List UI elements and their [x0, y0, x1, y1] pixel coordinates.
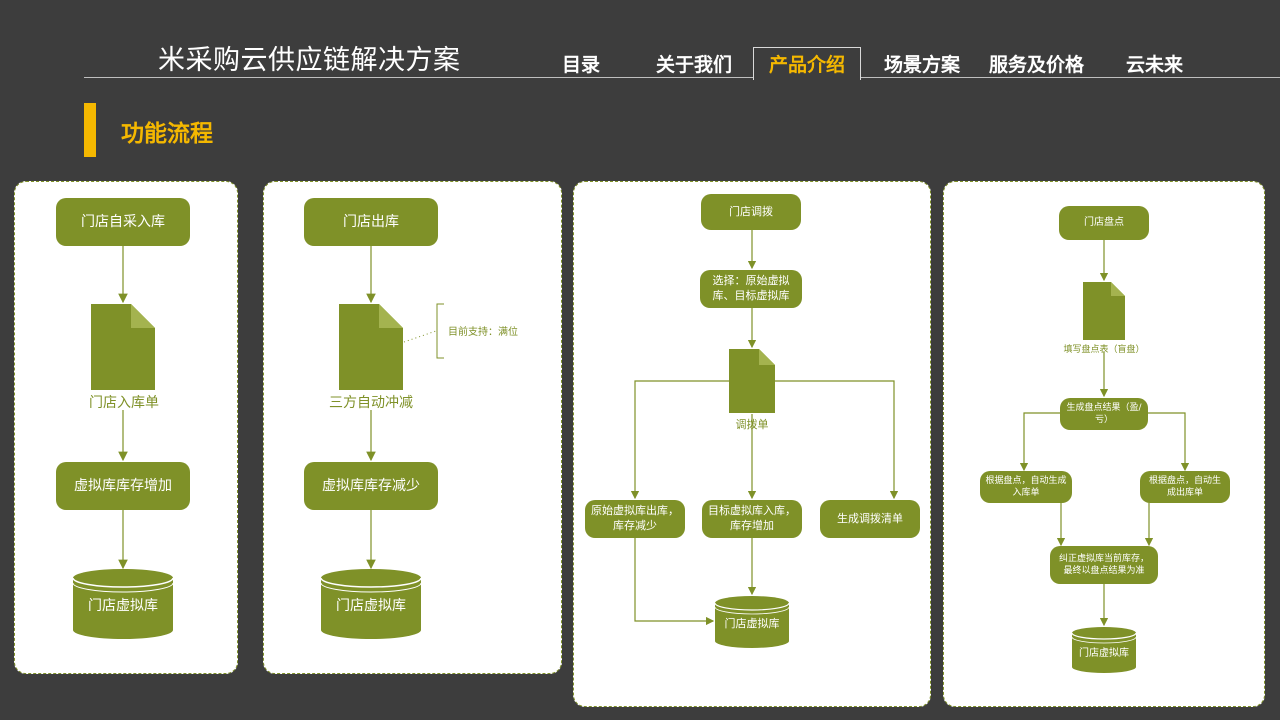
- document-label: 填写盘点表（盲盘）: [1063, 345, 1145, 355]
- document-icon: [339, 304, 403, 390]
- nav-item-contents[interactable]: 目录: [562, 54, 601, 76]
- database-label: 门店虚拟库: [1079, 648, 1129, 659]
- database-label: 门店虚拟库: [336, 598, 406, 614]
- process-node: 虚拟库库存减少: [304, 462, 438, 510]
- section-title: 功能流程: [121, 121, 213, 147]
- page-title: 米采购云供应链解决方案: [158, 45, 461, 76]
- document-label: 调拨单: [735, 418, 769, 431]
- correct-stock-node: 纠正虚拟库当前库存，最终以盘点结果为准: [1050, 546, 1158, 584]
- arrow: [1148, 412, 1190, 472]
- nav-item-future[interactable]: 云未来: [1126, 54, 1184, 76]
- generate-list-node: 生成调拨清单: [820, 500, 920, 538]
- flow-start-node: 门店盘点: [1059, 206, 1149, 240]
- flow-panel-store-inventory: 门店盘点 填写盘点表（盲盘） 生成盘点结果（盈/亏） 根据盘点，自动生成入库单 …: [943, 181, 1265, 707]
- flow-panel-store-transfer: 门店调拨 选择：原始虚拟库、目标虚拟库 调拨单 原始虚拟库出库，库存减少 目标虚…: [573, 181, 931, 707]
- document-icon: [729, 349, 775, 413]
- database-icon: [714, 596, 790, 648]
- database-label: 门店虚拟库: [88, 598, 158, 614]
- document-label: 三方自动冲减: [329, 395, 413, 411]
- nav-item-scenarios[interactable]: 场景方案: [884, 54, 961, 76]
- arrow: [630, 380, 729, 500]
- arrow: [634, 538, 715, 626]
- arrow: [775, 380, 899, 500]
- panel1-connectors: [118, 246, 128, 570]
- document-label: 门店入库单: [89, 395, 159, 411]
- select-node: 选择：原始虚拟库、目标虚拟库: [700, 270, 802, 308]
- document-icon: [1083, 282, 1125, 340]
- header-rule: [84, 77, 1280, 78]
- process-node: 虚拟库库存增加: [56, 462, 190, 510]
- panel4-connectors: [1019, 240, 1190, 627]
- note-connector: [403, 330, 437, 343]
- database-label: 门店虚拟库: [724, 617, 780, 630]
- flow-panel-store-outbound: 门店出库 三方自动冲减 目前支持：满位 虚拟库库存减少 门店虚拟库: [263, 181, 562, 674]
- database-icon: [72, 569, 174, 639]
- document-icon: [91, 304, 155, 390]
- section-accent-bar: [84, 103, 96, 157]
- database-icon: [320, 569, 422, 639]
- target-inbound-node: 目标虚拟库入库，库存增加: [702, 500, 802, 538]
- auto-outbound-node: 根据盘点，自动生成出库单: [1140, 471, 1230, 503]
- note-bracket: [436, 303, 444, 359]
- nav-active-tab-frame: [753, 47, 861, 80]
- database-icon: [1071, 627, 1137, 673]
- flow-start-node: 门店调拨: [701, 194, 801, 230]
- nav-item-about-us[interactable]: 关于我们: [656, 54, 733, 76]
- panel3-connectors: [630, 230, 899, 626]
- flow-start-node: 门店出库: [304, 198, 438, 246]
- nav-item-products[interactable]: 产品介绍: [769, 54, 846, 76]
- source-outbound-node: 原始虚拟库出库，库存减少: [585, 500, 685, 538]
- result-node: 生成盘点结果（盈/亏）: [1060, 398, 1148, 430]
- auto-inbound-node: 根据盘点，自动生成入库单: [980, 471, 1072, 503]
- nav-item-pricing[interactable]: 服务及价格: [989, 54, 1085, 76]
- arrow: [1019, 412, 1060, 472]
- flow-panel-self-purchase: 门店自采入库 门店入库单 虚拟库库存增加 门店虚拟库: [14, 181, 238, 674]
- top-nav: 目录 关于我们 产品介绍 场景方案 服务及价格 云未来: [0, 46, 1280, 80]
- panel2-connectors: [366, 246, 444, 570]
- flow-start-node: 门店自采入库: [56, 198, 190, 246]
- annotation-note: 目前支持：满位: [448, 327, 518, 338]
